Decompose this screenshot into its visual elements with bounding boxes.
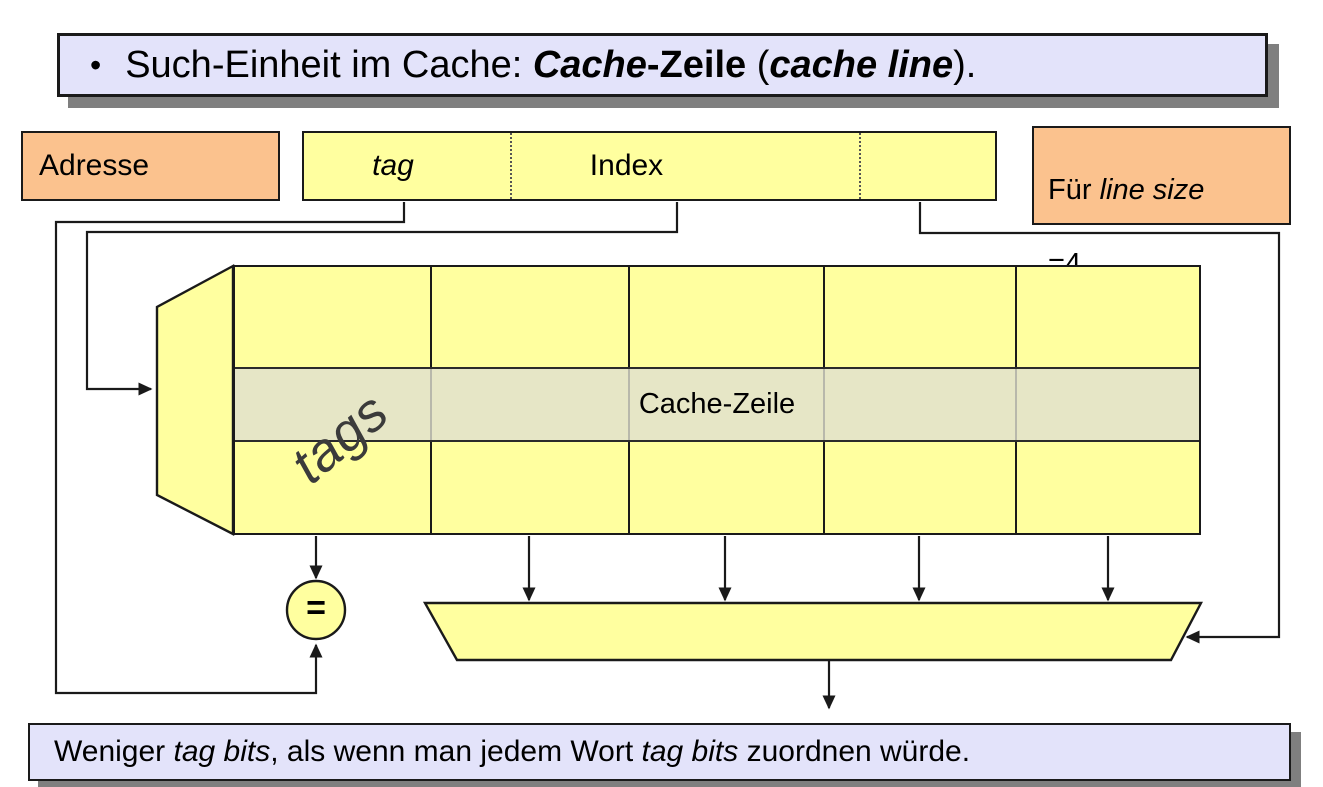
address-bar-divider <box>859 133 861 199</box>
title-segment: -Zeile <box>646 43 747 86</box>
address-bar-divider <box>510 133 512 199</box>
footer-segment: , als wenn man jedem Wort <box>270 735 642 768</box>
index-to-array-wire <box>85 202 679 396</box>
footer-segment: tag bits <box>641 735 739 768</box>
note-segment: line size <box>1099 174 1205 207</box>
title-segment: cache line <box>769 43 954 86</box>
bullet-icon: • <box>90 46 102 83</box>
cache-line-row-highlight: Cache-Zeile <box>235 367 1199 442</box>
offset-to-mux-wire <box>918 202 1281 644</box>
tag-to-comparator-wire <box>54 202 406 695</box>
address-bar: tag Index <box>302 131 997 201</box>
footer-box: Weniger tag bits, als wenn man jedem Wor… <box>28 723 1291 781</box>
title-segment: Such-Einheit im Cache: <box>125 43 533 86</box>
footer-segment: zuordnen würde. <box>738 735 971 768</box>
address-bar-index-label: Index <box>589 149 664 182</box>
title-box: • Such-Einheit im Cache: Cache-Zeile (ca… <box>57 33 1268 97</box>
address-box: Adresse <box>21 131 280 201</box>
mux-shape <box>422 601 1203 662</box>
footer-segment: Weniger <box>54 735 174 768</box>
comparator-equals-label: = <box>306 588 326 627</box>
cache-line-row-label: Cache-Zeile <box>638 388 796 420</box>
line-size-note-line1: Für line size <box>1048 172 1289 209</box>
tags-funnel-shape <box>155 263 235 536</box>
cache-array-grid: Cache-Zeile <box>233 265 1201 535</box>
title-text: Such-Einheit im Cache: Cache-Zeile (cach… <box>125 44 976 87</box>
title-segment: Cache <box>532 43 647 86</box>
footer-text: Weniger tag bits, als wenn man jedem Wor… <box>54 735 970 769</box>
title-segment: ). <box>953 43 977 86</box>
address-box-label: Adresse <box>39 149 150 182</box>
line-size-note-box: Für line size =4. <box>1032 126 1291 280</box>
footer-segment: tag bits <box>173 735 271 768</box>
note-segment: Für <box>1048 174 1100 207</box>
address-bar-offset-label <box>859 133 995 199</box>
title-segment: ( <box>746 43 770 86</box>
comparator-circle <box>285 579 347 641</box>
address-bar-tag-label: tag <box>372 149 414 182</box>
